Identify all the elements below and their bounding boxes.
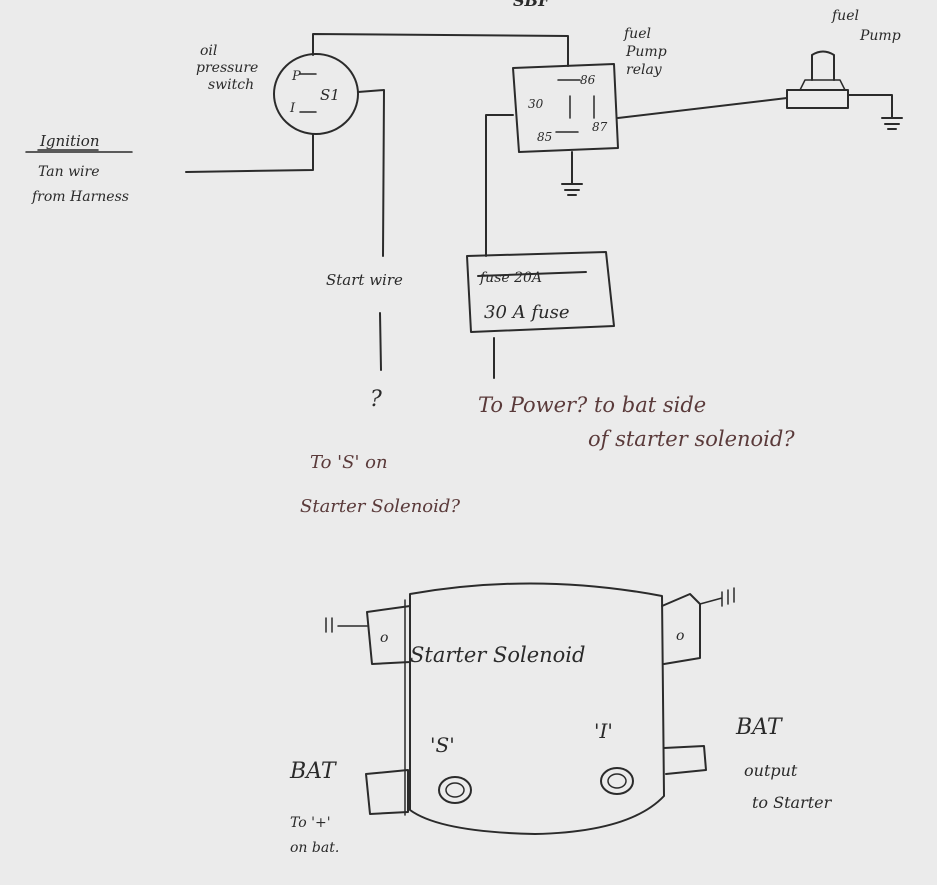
relay-pin-87: 87	[592, 120, 608, 134]
oil-pressure-switch: oil pressure switch P I S1	[196, 43, 359, 135]
fuse-label: 30 A fuse	[484, 302, 570, 323]
relay-label-3: relay	[626, 62, 663, 78]
solenoid-body	[409, 582, 665, 835]
bat-right-label: BAT	[735, 715, 784, 740]
fuel-pump-label-2: Pump	[859, 28, 901, 44]
bat-right-note-1: output	[744, 761, 798, 780]
ignition-label-2: Tan wire	[38, 164, 100, 180]
solenoid-s-post-outer	[438, 776, 472, 804]
bat-right-note-2: to Starter	[752, 793, 833, 812]
wires-upper	[185, 33, 788, 379]
oil-switch-terminal-i: I	[289, 101, 296, 116]
fuse: fuse 20A 30 A fuse	[466, 251, 615, 333]
fuel-pump-relay: fuel Pump relay 86 30 85 87	[512, 26, 667, 196]
relay-body	[512, 63, 619, 153]
fuel-pump: fuel Pump	[786, 8, 903, 130]
relay-ground-icon	[561, 183, 583, 196]
fuse-struck-text: fuse 20A	[479, 270, 542, 286]
relay-pin-86: 86	[580, 73, 596, 87]
solenoid-right-ground-icon	[699, 587, 735, 607]
oil-switch-label-1: oil	[200, 43, 217, 59]
fuel-pump-body	[786, 89, 849, 109]
ignition-label-3: from Harness	[31, 189, 129, 205]
relay-pin-85: 85	[537, 130, 552, 144]
oil-switch-terminal-s1: S1	[320, 86, 340, 104]
solenoid-label: Starter Solenoid	[410, 643, 585, 667]
fuse-box	[466, 251, 615, 333]
note-to-s-2: Starter Solenoid?	[300, 496, 460, 517]
oil-switch-terminal-p: P	[291, 69, 301, 84]
fuel-pump-stem	[811, 50, 835, 81]
solenoid-i-post-outer	[600, 767, 634, 795]
solenoid-left-tab	[366, 605, 411, 665]
note-to-s-1: To 'S' on	[310, 452, 388, 473]
solenoid-terminal-i: 'I'	[594, 719, 613, 743]
note-to-power-2: of starter solenoid?	[588, 427, 795, 451]
start-wire-label: Start wire	[326, 271, 403, 289]
solenoid-left-ground-icon	[325, 617, 368, 633]
fuse-strikethrough	[477, 271, 587, 277]
wire-start-down	[379, 312, 382, 371]
ignition-label-1: Ignition	[39, 132, 100, 150]
wire-s1-to-start	[357, 89, 385, 257]
solenoid-post-left: o	[380, 630, 388, 646]
relay-pins	[555, 79, 595, 133]
bat-left-note-2: on bat.	[290, 840, 339, 856]
bat-left-label: BAT	[289, 759, 338, 784]
solenoid-i-post-inner	[607, 773, 627, 789]
fuel-pump-top	[799, 79, 846, 91]
solenoid-bat-left-lug	[365, 769, 409, 815]
wire-p-to-relay-86	[312, 33, 569, 67]
relay-label-1: fuel	[623, 26, 651, 42]
wire-relay-30-to-fuse	[485, 114, 514, 257]
wire-ignition-to-i	[185, 133, 314, 173]
oil-switch-contacts	[299, 73, 317, 113]
start-wire-question: ?	[370, 387, 382, 412]
fuel-pump-label-1: fuel	[831, 8, 859, 24]
oil-switch-body	[273, 53, 359, 135]
oil-switch-label-3: switch	[208, 77, 254, 93]
bat-left-note-1: To '+'	[290, 815, 331, 831]
starter-solenoid: o o Starter Solenoid 'S' 'I'	[325, 582, 735, 835]
title-partial: SBF	[513, 0, 551, 10]
solenoid-post-right: o	[676, 628, 684, 644]
pump-ground-icon	[881, 117, 903, 130]
relay-pin-30: 30	[528, 97, 544, 111]
solenoid-bat-right-lug	[663, 745, 707, 775]
solenoid-s-post-inner	[445, 782, 465, 798]
ignition-label-group: Ignition Tan wire from Harness	[25, 132, 133, 205]
pump-ground-wire	[847, 94, 893, 119]
solenoid-terminal-s: 'S'	[430, 733, 455, 757]
note-to-power-1: To Power? to bat side	[478, 393, 706, 417]
wire-relay-87-to-pump	[617, 97, 788, 119]
oil-switch-label-2: pressure	[196, 60, 258, 76]
relay-label-2: Pump	[625, 44, 667, 60]
